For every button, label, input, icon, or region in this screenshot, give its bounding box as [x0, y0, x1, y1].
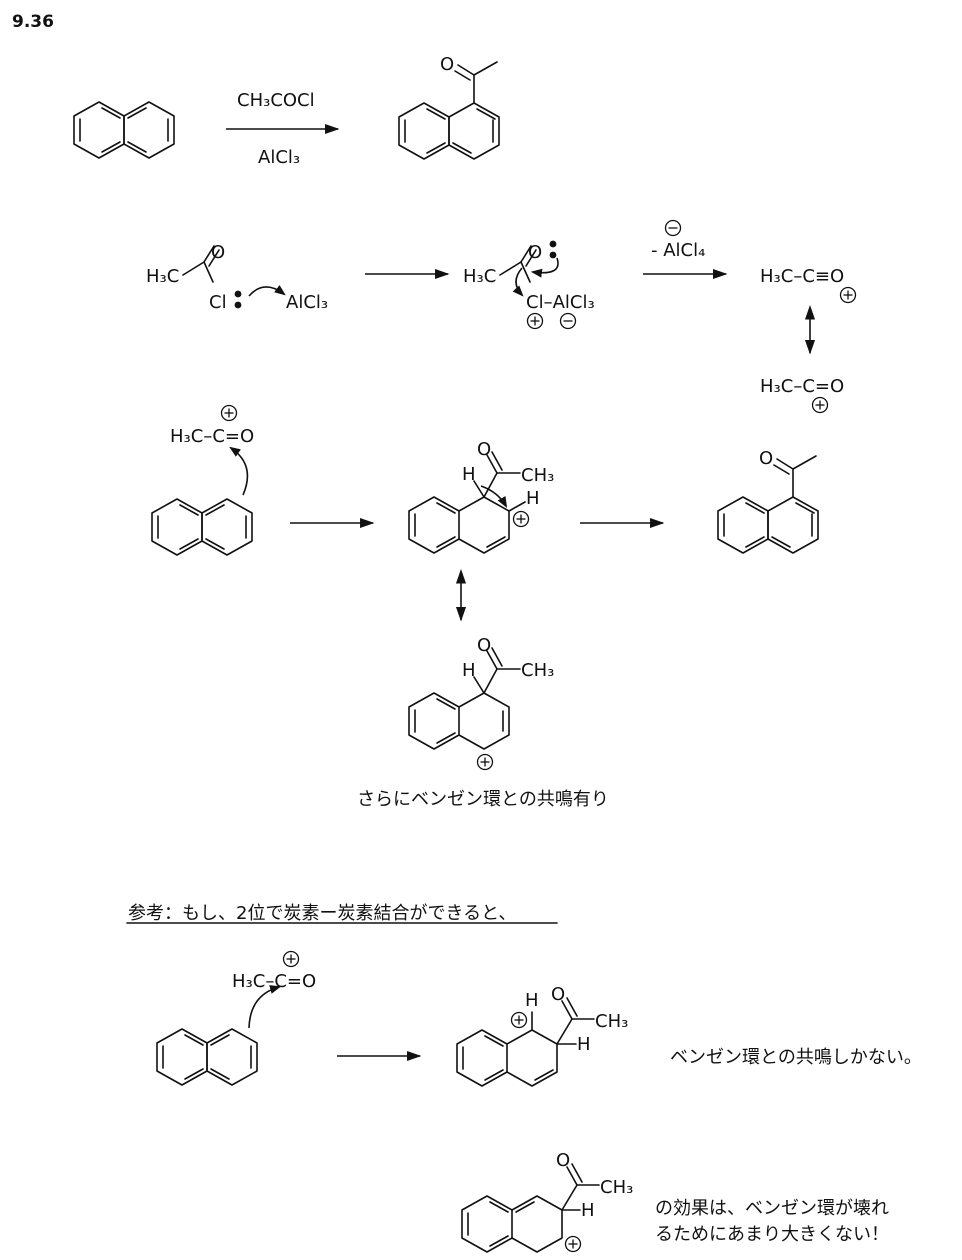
electrophile-label: H₃C–C=O: [232, 971, 316, 992]
chloroaluminate-label: Cl–AlCl₃: [526, 292, 595, 313]
reagent-top: CH₃COCl: [237, 90, 315, 111]
methyl-label: H₃C: [146, 266, 179, 287]
minus-charge-icon: [664, 219, 682, 237]
hydrogen-label: H: [462, 464, 476, 485]
plus-charge-icon: [510, 1011, 528, 1029]
curved-arrow-icon: [248, 285, 286, 297]
plus-charge-icon: [512, 510, 530, 528]
note-effect-line2: るためにあまり大きくない！: [655, 1224, 889, 1245]
acetylnaphthalene-product: [398, 61, 500, 160]
hydrogen-label: H: [462, 660, 476, 681]
plus-charge-icon: [282, 950, 300, 968]
problem-number: 9.36: [12, 12, 54, 32]
carbonyl-oxygen: O: [551, 984, 565, 1005]
plus-charge-icon: [811, 396, 829, 414]
leaving-group-label: - AlCl₄: [651, 240, 705, 261]
carbonyl-oxygen: O: [759, 448, 773, 469]
note-effect-line1: の効果は、ベンゼン環が壊れ: [655, 1198, 889, 1219]
hydrogen-label: H: [526, 488, 540, 509]
naphthalene-start: [73, 101, 175, 159]
note-resonance-benzene: さらにベンゼン環との共鳴有り: [357, 789, 609, 810]
plus-charge-icon: [476, 753, 494, 771]
sigma-complex-1-resonance: [408, 647, 521, 750]
note-only-benzene: ベンゼン環との共鳴しかない。: [670, 1047, 922, 1068]
methyl-label: CH₃: [595, 1011, 628, 1032]
complex-oxygen: O: [528, 242, 542, 263]
curved-arrow-icon: [480, 485, 508, 508]
methyl-label: CH₃: [600, 1177, 633, 1198]
curved-arrow-icon: [229, 446, 249, 496]
reagent-bottom: AlCl₃: [258, 147, 300, 168]
methyl-label: H₃C: [463, 266, 496, 287]
sigma-complex-1: [408, 451, 526, 554]
acylium-triple: H₃C–C≡O: [760, 266, 844, 287]
curved-arrow-icon: [248, 985, 282, 1029]
acyl-oxygen: O: [211, 242, 225, 263]
plus-charge-icon: [564, 1235, 582, 1253]
lone-pair-icon: [234, 290, 242, 309]
chlorine-label: Cl: [209, 292, 227, 313]
plus-charge-icon: [526, 312, 544, 330]
acylium-double: H₃C–C=O: [760, 376, 844, 397]
hydrogen-label: H: [581, 1200, 595, 1221]
carbonyl-oxygen: O: [556, 1150, 570, 1171]
naphthalene-reactant-2: [156, 1028, 258, 1086]
lone-pair-icon: [549, 240, 557, 259]
plus-charge-icon: [220, 404, 238, 422]
sigma-complex-2-resonance: [461, 1163, 600, 1253]
methyl-label: CH₃: [521, 660, 554, 681]
reference-heading: 参考：もし、2位で炭素ー炭素結合ができると、: [128, 903, 516, 924]
lewis-acid-label: AlCl₃: [286, 292, 328, 313]
acetylnaphthalene-final: [717, 455, 819, 554]
plus-charge-icon: [839, 286, 857, 304]
carbonyl-oxygen: O: [477, 439, 491, 460]
naphthalene-reactant: [151, 498, 253, 556]
methyl-label: CH₃: [521, 465, 554, 486]
curved-arrow-icon: [530, 257, 559, 278]
electrophile-label: H₃C–C=O: [170, 426, 254, 447]
minus-charge-icon: [559, 312, 577, 330]
carbonyl-oxygen: O: [477, 635, 491, 656]
carbonyl-oxygen: O: [440, 54, 454, 75]
curved-arrow-icon: [512, 267, 524, 297]
hydrogen-label: H: [525, 990, 539, 1011]
sigma-complex-2: [456, 997, 595, 1087]
hydrogen-label: H: [577, 1034, 591, 1055]
